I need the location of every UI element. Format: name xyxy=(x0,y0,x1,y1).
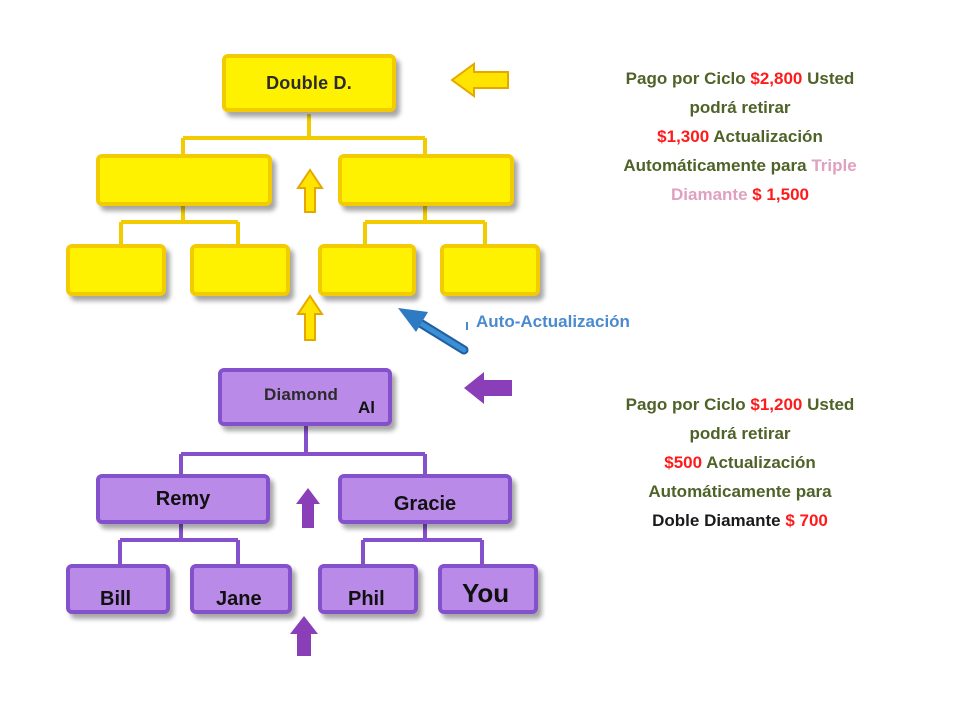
jane-node: Jane xyxy=(190,564,292,614)
bottom-info-panel: Pago por Ciclo $1,200 Usted podrá retira… xyxy=(580,390,900,535)
bottom-info-amount: $1,200 xyxy=(750,395,803,414)
purple-up-arrow-icon xyxy=(290,616,318,656)
double-d-label: Double D. xyxy=(266,72,352,93)
top-info-panel: Pago por Ciclo $2,800 Usted podrá retira… xyxy=(580,64,900,209)
yellow-level2-right-node xyxy=(338,154,514,206)
label-tick xyxy=(466,322,468,330)
al-name: Al xyxy=(358,398,375,417)
top-info-text: Automáticamente para xyxy=(623,156,812,175)
remy-name: Remy xyxy=(155,487,211,510)
bottom-info-text: Pago por Ciclo xyxy=(625,395,751,414)
yellow-up-arrow-icon xyxy=(296,294,324,341)
bill-node: Bill xyxy=(66,564,170,614)
gracie-node: Gracie xyxy=(338,474,512,524)
diamond-node: Diamond Al xyxy=(218,368,392,426)
yellow-level3-node-2 xyxy=(190,244,290,296)
top-tree-connectors xyxy=(119,114,487,246)
top-info-amount: $ 1,500 xyxy=(747,185,809,204)
auto-actualizacion-label: Auto-Actualización xyxy=(476,312,630,331)
bottom-info-line-1: Pago por Ciclo $1,200 Usted xyxy=(580,390,900,419)
yellow-level2-left-node xyxy=(96,154,272,206)
top-info-highlight: Diamante xyxy=(671,185,748,204)
bottom-info-text: Usted xyxy=(802,395,855,414)
remy-node: Remy xyxy=(96,474,270,524)
top-info-line-4: Automáticamente para Triple xyxy=(580,151,900,180)
purple-left-arrow-icon xyxy=(464,372,512,404)
yellow-level3-node-1 xyxy=(66,244,166,296)
phil-name: Phil xyxy=(348,588,385,610)
you-name: You xyxy=(462,578,510,608)
diamond-label: Diamond xyxy=(264,385,339,404)
phil-node: Phil xyxy=(318,564,418,614)
bill-name: Bill xyxy=(100,588,132,610)
top-info-line-3: $1,300 Actualización xyxy=(580,122,900,151)
yellow-up-arrow-icon xyxy=(296,168,324,213)
bottom-info-amount: $ 700 xyxy=(780,511,828,530)
bottom-info-amount: $500 xyxy=(664,453,703,472)
you-node: You xyxy=(438,564,538,614)
yellow-level3-node-3 xyxy=(318,244,416,296)
top-info-text: Usted xyxy=(802,69,855,88)
yellow-left-arrow-icon xyxy=(450,62,509,98)
top-info-amount: $1,300 xyxy=(657,127,710,146)
bottom-info-line-4: Automáticamente para xyxy=(648,482,832,501)
blue-diagonal-arrow-icon xyxy=(398,308,469,355)
top-info-line-2: podrá retirar xyxy=(689,98,791,117)
bottom-info-line-3: $500 Actualización xyxy=(580,448,900,477)
top-info-amount: $2,800 xyxy=(750,69,803,88)
top-info-text: Pago por Ciclo xyxy=(625,69,751,88)
purple-up-arrow-icon xyxy=(296,488,320,528)
top-info-highlight: Triple xyxy=(811,156,857,175)
bottom-info-highlight: Doble Diamante xyxy=(652,511,781,530)
top-info-text: Actualización xyxy=(709,127,823,146)
double-d-node: Double D. xyxy=(222,54,396,112)
bottom-tree-connectors xyxy=(118,424,484,566)
top-info-line-1: Pago por Ciclo $2,800 Usted xyxy=(580,64,900,93)
yellow-level3-node-4 xyxy=(440,244,540,296)
bottom-info-line-5: Doble Diamante $ 700 xyxy=(580,506,900,535)
jane-name: Jane xyxy=(216,588,262,610)
bottom-info-text: Actualización xyxy=(702,453,816,472)
top-info-line-5: Diamante $ 1,500 xyxy=(580,180,900,209)
bottom-info-line-2: podrá retirar xyxy=(689,424,791,443)
gracie-name: Gracie xyxy=(393,492,457,515)
